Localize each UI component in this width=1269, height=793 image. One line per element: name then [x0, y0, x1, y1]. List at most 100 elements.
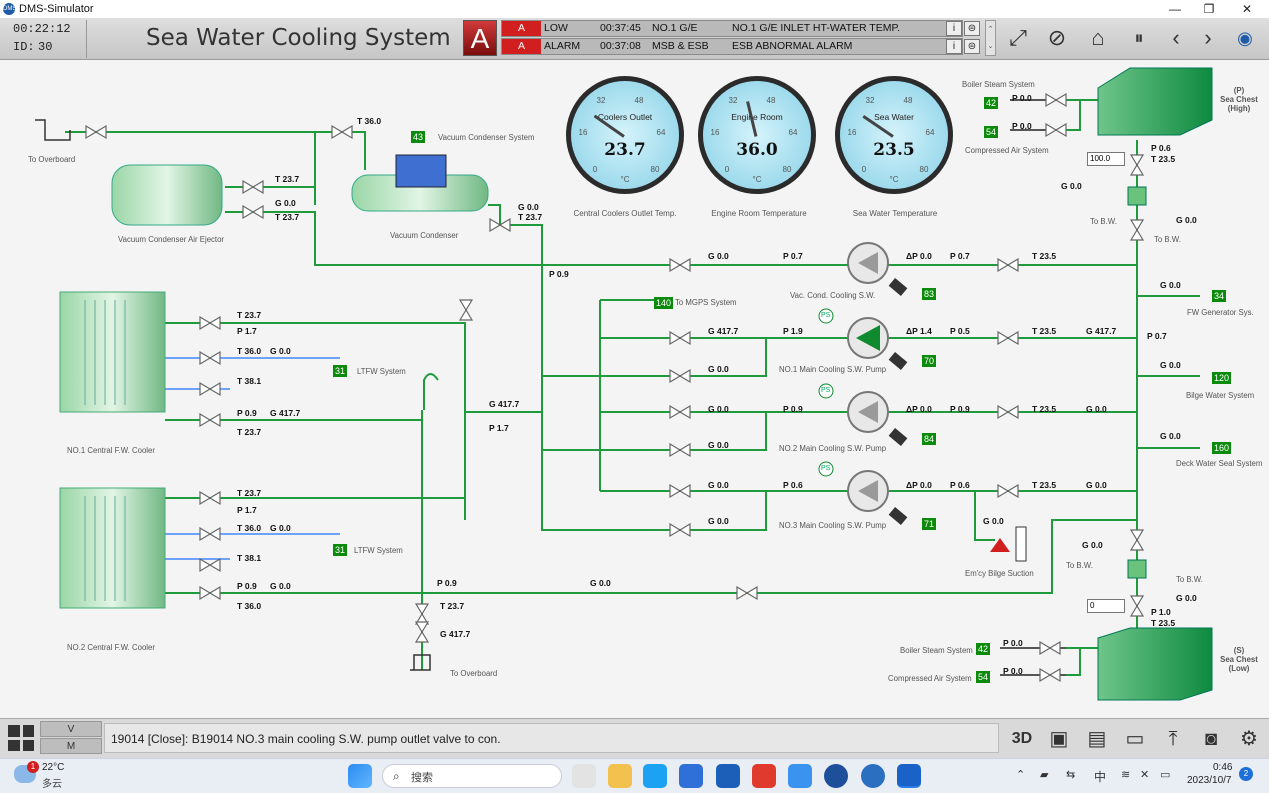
- reading: ΔP 1.4: [906, 326, 932, 336]
- close-button[interactable]: ✕: [1241, 2, 1253, 16]
- ltfw-label: LTFW System: [354, 546, 403, 555]
- app-icon-red[interactable]: [752, 764, 776, 788]
- view-m-button[interactable]: M: [40, 738, 102, 754]
- view-v-button[interactable]: V: [40, 721, 102, 737]
- home-icon[interactable]: ⌂: [1091, 25, 1105, 50]
- alarm-info-icon[interactable]: i: [946, 39, 962, 54]
- save-icon[interactable]: ▣: [1049, 728, 1069, 750]
- gauge-title: Sea Water: [874, 112, 914, 122]
- badge-mgps[interactable]: 140: [654, 297, 674, 309]
- sea-chest-low-setpoint[interactable]: 0: [1087, 599, 1125, 613]
- gauge-value: 23.7: [604, 140, 646, 160]
- sea-chest-high-setpoint[interactable]: 100.0: [1087, 152, 1125, 166]
- cooler-2-label: NO.2 Central F.W. Cooler: [67, 643, 155, 652]
- chevron-up-icon[interactable]: ⌃: [1016, 769, 1026, 781]
- clock-time[interactable]: 0:46: [1213, 762, 1233, 773]
- logo-icon[interactable]: ◉: [1237, 28, 1253, 48]
- sync-icon[interactable]: ⇆: [1066, 769, 1076, 781]
- alarm-info-icon[interactable]: i: [946, 21, 962, 36]
- cloud-app-icon[interactable]: [788, 764, 812, 788]
- badge-compressed-air[interactable]: 54: [976, 671, 991, 683]
- next-page-icon[interactable]: ›: [1204, 25, 1212, 50]
- alarm-ack-icon[interactable]: ⊜: [964, 21, 980, 36]
- dms-simulator-taskbar-icon[interactable]: [897, 764, 921, 788]
- cooler-1-label: NO.1 Central F.W. Cooler: [67, 446, 155, 455]
- 3d-view-button[interactable]: 3D: [1011, 730, 1033, 747]
- tray-app-icon[interactable]: ▰: [1040, 769, 1049, 781]
- gauge-caption: Central Coolers Outlet Temp.: [573, 209, 677, 218]
- alarm-ack-icon[interactable]: ⊜: [964, 39, 980, 54]
- emcy-level-gauge: [1015, 526, 1027, 562]
- open-folder-icon[interactable]: ▭: [1125, 728, 1145, 750]
- badge-pump-1[interactable]: 70: [922, 355, 937, 367]
- reading: T 23.7: [237, 488, 262, 498]
- badge-deck-water[interactable]: 160: [1212, 442, 1232, 454]
- reading: P 0.6: [950, 480, 970, 490]
- maximize-button[interactable]: ❐: [1203, 2, 1215, 16]
- settings-gear-icon[interactable]: ⚙: [1240, 728, 1258, 750]
- wifi-icon[interactable]: ≋: [1121, 769, 1131, 781]
- taskbar-search[interactable]: ⌕ 搜索: [382, 764, 562, 788]
- file-explorer-icon[interactable]: [608, 764, 632, 788]
- to-bw-label: To B.W.: [1154, 235, 1181, 244]
- mute-icon[interactable]: ⊘: [1047, 25, 1067, 50]
- save-as-icon[interactable]: ▤: [1087, 728, 1107, 750]
- notification-badge[interactable]: 2: [1239, 767, 1253, 781]
- to-mgps-label: To MGPS System: [675, 298, 737, 307]
- badge-compressed-air[interactable]: 54: [984, 126, 999, 138]
- globe-app-icon[interactable]: [824, 764, 848, 788]
- reading: G 0.0: [1160, 280, 1181, 290]
- app-icon-blue[interactable]: [861, 764, 885, 788]
- app-icon-m[interactable]: [716, 764, 740, 788]
- to-bw-label: To B.W.: [1066, 561, 1093, 570]
- alarm-summary-button[interactable]: A: [463, 20, 497, 56]
- reading: P 0.7: [783, 251, 803, 261]
- ime-indicator[interactable]: 中: [1094, 770, 1107, 784]
- reading: G 0.0: [708, 404, 729, 414]
- badge-ltfw[interactable]: 31: [333, 544, 348, 556]
- alarm-tag: A: [502, 21, 541, 36]
- task-view-icon[interactable]: [572, 764, 596, 788]
- reading: T 36.0: [237, 346, 262, 356]
- pressure-switch-label[interactable]: PS: [821, 465, 831, 472]
- reading: P 1.7: [489, 423, 509, 433]
- prev-page-icon[interactable]: ‹: [1172, 25, 1180, 50]
- alarm-row[interactable]: A LOW 00:37:45 NO.1 G/E NO.1 G/E INLET H…: [501, 20, 963, 37]
- badge-boiler-steam[interactable]: 42: [984, 97, 999, 109]
- camera-icon[interactable]: ◙: [1204, 728, 1218, 750]
- gauge-tick: 48: [766, 96, 776, 105]
- bilge-water-label: Bilge Water System: [1186, 391, 1255, 400]
- pressure-switch-label[interactable]: PS: [821, 387, 831, 394]
- badge-pump-2[interactable]: 84: [922, 433, 937, 445]
- alarm-row[interactable]: A ALARM 00:37:08 MSB & ESB ESB ABNORMAL …: [501, 38, 963, 55]
- sim-time: 00:22:12: [13, 22, 71, 36]
- badge-vacuum-condenser[interactable]: 43: [411, 131, 426, 143]
- edge-browser-icon[interactable]: [643, 764, 667, 788]
- badge-bilge-water[interactable]: 120: [1212, 372, 1232, 384]
- badge-pump-3[interactable]: 71: [922, 518, 937, 530]
- gauge-tick: 64: [656, 128, 666, 137]
- reading: P 1.9: [783, 326, 803, 336]
- upload-icon[interactable]: ⤒: [1168, 728, 1178, 750]
- grid-menu-icon[interactable]: [8, 725, 34, 751]
- alarm-scrollbar[interactable]: ⌃⌄: [985, 20, 996, 56]
- alarm-text: NO.1 G/E INLET HT-WATER TEMP.: [732, 22, 901, 34]
- store-icon[interactable]: [679, 764, 703, 788]
- speaker-muted-icon[interactable]: ✕: [1140, 769, 1150, 781]
- gauge-tick: 64: [925, 128, 935, 137]
- badge-ltfw[interactable]: 31: [333, 365, 348, 377]
- reading: T 23.5: [1151, 154, 1176, 164]
- badge-boiler-steam[interactable]: 42: [976, 643, 991, 655]
- clock-date[interactable]: 2023/10/7: [1187, 775, 1232, 786]
- start-button[interactable]: [348, 764, 372, 788]
- badge-vac-pump[interactable]: 83: [922, 288, 937, 300]
- pressure-switch-label[interactable]: PS: [821, 312, 831, 319]
- battery-icon[interactable]: ▭: [1160, 769, 1171, 781]
- gauge-tick: 80: [782, 165, 792, 174]
- fullscreen-icon[interactable]: ⤢: [1009, 25, 1027, 50]
- badge-fw-generator[interactable]: 34: [1212, 290, 1227, 302]
- pause-icon[interactable]: ⏸: [1134, 28, 1144, 48]
- pump-1-label: NO.1 Main Cooling S.W. Pump: [779, 365, 887, 374]
- vacuum-condenser-label: Vacuum Condenser: [390, 231, 459, 240]
- minimize-button[interactable]: —: [1169, 2, 1181, 16]
